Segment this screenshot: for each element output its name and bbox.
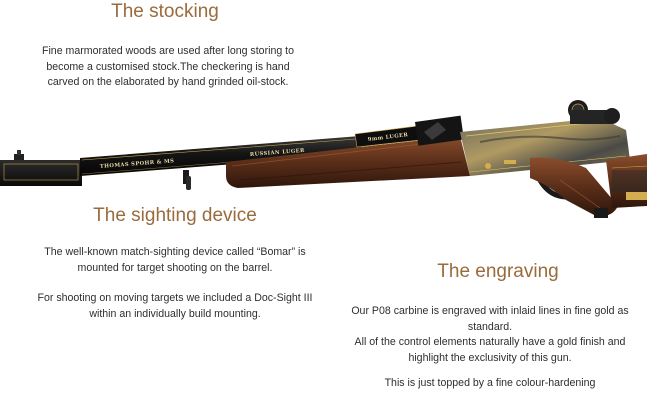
barrel-engraving-model: RUSSIAN LUGER <box>250 148 306 158</box>
sighting-description-1: The well-known match-sighting device cal… <box>25 245 325 276</box>
receiver <box>460 100 630 176</box>
front-sight <box>0 150 82 186</box>
engraving-line-1: Our P08 carbine is engraved with inlaid … <box>351 305 629 317</box>
luger-carbine-image: THOMAS SPOHR & MS RUSSIAN LUGER 9mm LUGE… <box>0 100 647 218</box>
barrel-engraving-maker: THOMAS SPOHR & MS <box>100 158 175 170</box>
sighting-heading: The sighting device <box>93 205 257 226</box>
stocking-line-3: carved on the elaborated by hand grinded… <box>47 76 289 88</box>
sight-mount-post <box>183 170 191 190</box>
engraving-line-5: This is just topped by a fine colour-har… <box>384 377 596 389</box>
engraving-description-2: This is just topped by a fine colour-har… <box>338 376 642 392</box>
sight-plate-label: 9mm LUGER <box>368 132 409 143</box>
rear-stock <box>530 154 647 218</box>
sight-plate: 9mm LUGER <box>354 115 464 148</box>
engraving-line-3: All of the control elements naturally ha… <box>354 336 626 348</box>
sighting-line-2: mounted for target shooting on the barre… <box>77 261 273 274</box>
sighting-description-2: For shooting on moving targets we includ… <box>25 291 325 322</box>
stocking-heading: The stocking <box>111 1 219 22</box>
engraving-line-4: highlight the exclusivity of this gun. <box>408 351 572 364</box>
stocking-line-1: Fine marmorated woods are used after lon… <box>41 45 295 57</box>
sighting-line-3: For shooting on moving targets we includ… <box>37 292 313 304</box>
engraving-line-2: standard. <box>467 320 513 333</box>
engraving-description-1: Our P08 carbine is engraved with inlaid … <box>338 304 642 366</box>
stocking-description: Fine marmorated woods are used after lon… <box>20 44 316 91</box>
sighting-line-1: The well-known match-sighting device cal… <box>44 246 306 258</box>
sighting-line-4: within an individually build mounting. <box>89 307 261 320</box>
stocking-line-2: become a customised stock.The checkering… <box>46 60 290 73</box>
engraving-heading: The engraving <box>437 261 559 282</box>
